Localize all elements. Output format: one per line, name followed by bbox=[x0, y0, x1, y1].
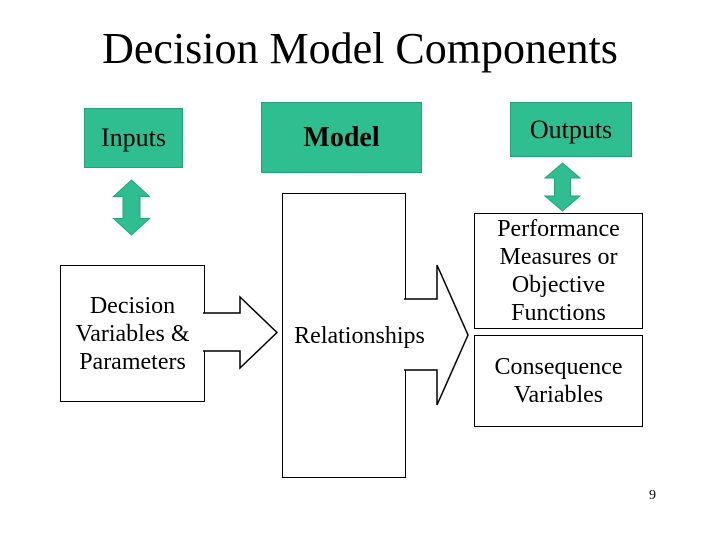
decision-to-relationships-arrow-icon bbox=[203, 295, 279, 370]
model-label: Model bbox=[303, 121, 380, 153]
decision-variables-label: Decision Variables & Parameters bbox=[75, 292, 190, 375]
decision-variables-box: Decision Variables & Parameters bbox=[60, 265, 205, 402]
inputs-label: Inputs bbox=[101, 123, 166, 152]
performance-measures-label: Performance Measures or Objective Functi… bbox=[497, 216, 620, 326]
model-box: Model bbox=[261, 102, 422, 173]
consequence-variables-box: Consequence Variables bbox=[474, 335, 643, 427]
inputs-box: Inputs bbox=[84, 108, 183, 168]
page-title: Decision Model Components bbox=[102, 24, 618, 73]
outputs-updown-arrow-icon bbox=[543, 162, 582, 212]
relationships-box bbox=[282, 193, 406, 478]
outputs-label: Outputs bbox=[529, 114, 613, 144]
consequence-variables-label: Consequence Variables bbox=[494, 354, 623, 408]
page-number: 9 bbox=[649, 488, 656, 503]
performance-measures-box: Performance Measures or Objective Functi… bbox=[474, 213, 643, 329]
inputs-updown-arrow-icon bbox=[112, 179, 151, 236]
relationships-to-outputs-arrow-icon bbox=[404, 264, 469, 406]
outputs-box: Outputs bbox=[510, 102, 632, 157]
